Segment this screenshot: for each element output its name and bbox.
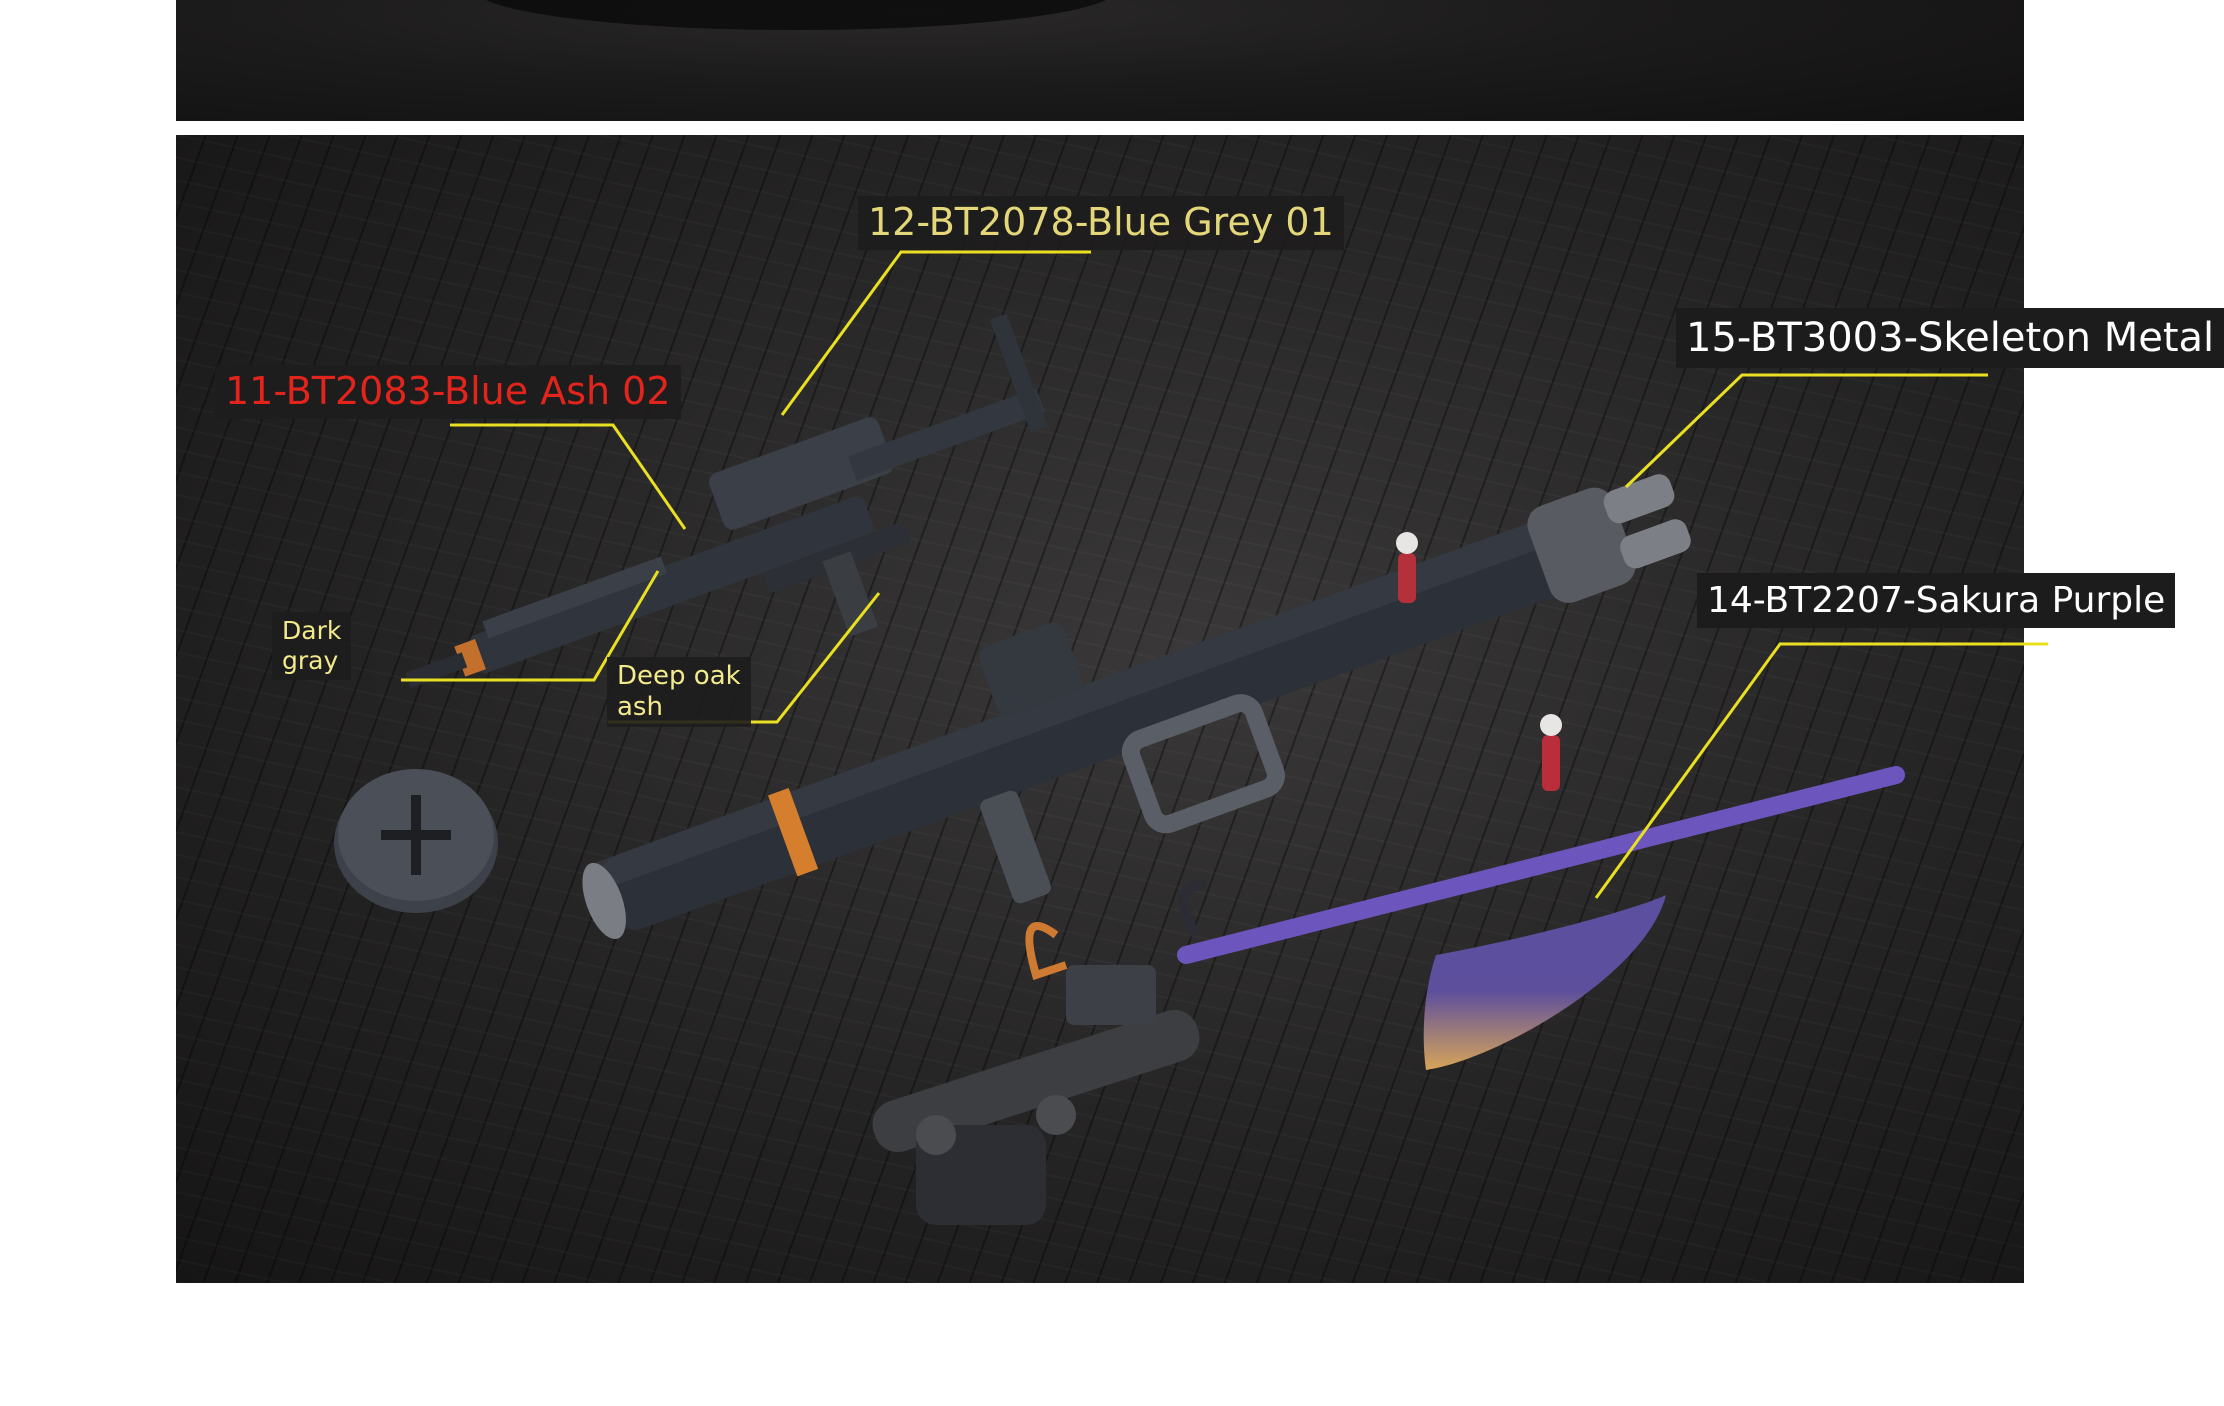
label-skeleton-metal-text: 15-BT3003-Skeleton Metal	[1686, 315, 2215, 361]
tracked-base-icon	[872, 922, 1200, 1225]
label-dark-gray-line1: Dark	[282, 616, 342, 645]
label-blue-ash-text: 11-BT2083-Blue Ash 02	[225, 369, 671, 413]
label-skeleton-metal: 15-BT3003-Skeleton Metal	[1676, 308, 2224, 368]
top-photo-strip	[176, 0, 2024, 121]
label-dark-gray-line2: gray	[282, 646, 339, 675]
label-deep-oak-line2: ash	[617, 692, 663, 723]
rifle-icon	[405, 313, 1048, 688]
cap-icon	[334, 769, 498, 913]
label-blue-grey-text: 12-BT2078-Blue Grey 01	[868, 200, 1334, 244]
pilot-figure-icon	[1396, 532, 1562, 791]
label-sakura-purple: 14-BT2207-Sakura Purple	[1697, 573, 2176, 629]
weapons-illustration	[334, 250, 2048, 1225]
label-dark-gray: Dark gray	[272, 612, 352, 680]
bazooka-icon	[582, 474, 1691, 940]
axe-icon	[1177, 766, 1905, 1070]
label-sakura-purple-text: 14-BT2207-Sakura Purple	[1707, 580, 2166, 621]
label-blue-ash: 11-BT2083-Blue Ash 02	[215, 365, 681, 419]
label-deep-oak-ash: Deep oak ash	[607, 657, 751, 728]
top-photo-shadow	[486, 0, 1106, 30]
label-deep-oak-line1: Deep oak	[617, 661, 741, 691]
label-blue-grey: 12-BT2078-Blue Grey 01	[858, 196, 1344, 250]
